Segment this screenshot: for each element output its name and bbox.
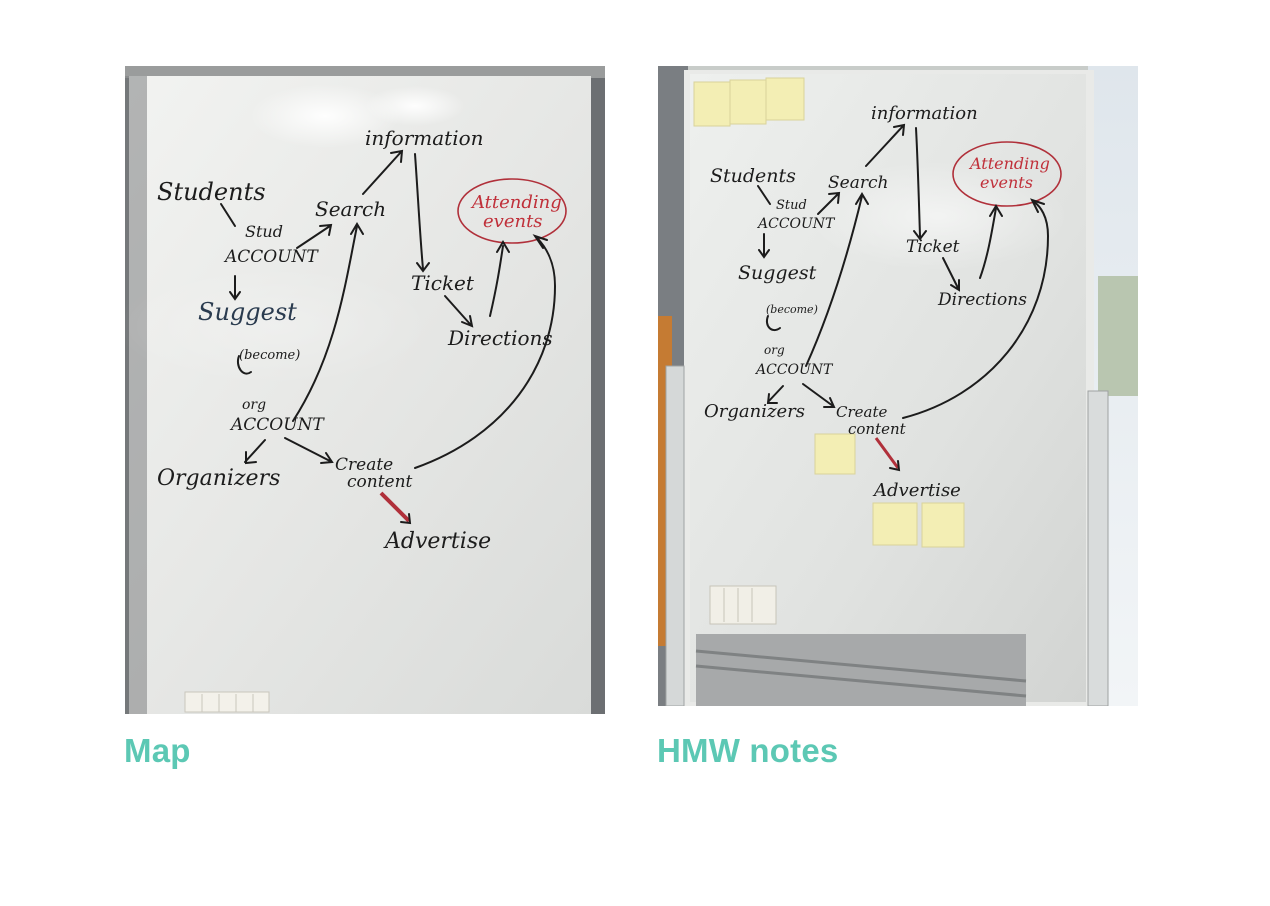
- whiteboard-hmw-drawing: Students Stud ACCOUNT Suggest (become) o…: [658, 66, 1138, 706]
- board-text-students-2: Students: [710, 165, 796, 187]
- board-text-advertise: Advertise: [383, 529, 491, 554]
- board-text-events: events: [483, 211, 543, 232]
- board-text-attending-2: Attending: [968, 154, 1050, 173]
- whiteboard-photo-map: Students Stud ACCOUNT Suggest (become) o…: [125, 66, 605, 714]
- flow-arrows: [220, 149, 557, 525]
- eraser: [184, 691, 270, 713]
- board-text-ticket: Ticket: [411, 271, 475, 295]
- attending-events-circle-2: [952, 141, 1062, 207]
- board-text-ticket-2: Ticket: [906, 237, 960, 257]
- board-text-directions: Directions: [447, 326, 553, 350]
- caption-hmw-notes: HMW notes: [657, 732, 839, 769]
- board-text-become: (become): [239, 348, 300, 363]
- board-text-account-1: ACCOUNT: [223, 247, 319, 267]
- whiteboard-photo-hmw-notes: Students Stud ACCOUNT Suggest (become) o…: [658, 66, 1138, 706]
- board-text-information-2: information: [871, 103, 978, 124]
- eraser-2: [709, 585, 777, 625]
- board-text-information: information: [365, 126, 484, 150]
- board-text-content: content: [347, 472, 413, 492]
- board-text-org-tag-2: org: [764, 343, 785, 357]
- board-text-content-2: content: [848, 420, 907, 438]
- sticky-notes-top: [693, 77, 805, 127]
- board-text-suggest-2: Suggest: [738, 262, 817, 284]
- board-text-students: Students: [157, 178, 266, 206]
- board-text-organizers-2: Organizers: [704, 401, 805, 422]
- whiteboard-map-drawing: Students Stud ACCOUNT Suggest (become) o…: [125, 66, 605, 714]
- board-text-create-2: Create: [836, 403, 887, 421]
- caption-map: Map: [124, 732, 191, 769]
- board-text-directions-2: Directions: [937, 290, 1027, 310]
- board-text-advertise-2: Advertise: [872, 480, 961, 501]
- board-text-account-1-2: ACCOUNT: [756, 216, 836, 232]
- board-text-events-2: events: [980, 173, 1033, 192]
- board-text-suggest: Suggest: [198, 298, 297, 326]
- board-text-become-2: (become): [766, 303, 818, 316]
- board-text-stud-tag: Stud: [245, 222, 283, 241]
- board-text-account-2: ACCOUNT: [229, 415, 325, 435]
- flow-arrows-2: [757, 123, 1050, 472]
- board-text-attending: Attending: [470, 192, 562, 213]
- attending-events-circle: [457, 178, 567, 244]
- board-text-organizers: Organizers: [157, 466, 280, 491]
- sticky-notes-bottom: [814, 433, 965, 548]
- board-text-search-2: Search: [828, 173, 888, 193]
- board-text-search: Search: [315, 197, 386, 221]
- board-text-stud-tag-2: Stud: [776, 198, 807, 213]
- board-text-org-tag: org: [242, 397, 266, 413]
- board-text-account-2-2: ACCOUNT: [754, 362, 834, 378]
- board-text-create: Create: [335, 455, 393, 475]
